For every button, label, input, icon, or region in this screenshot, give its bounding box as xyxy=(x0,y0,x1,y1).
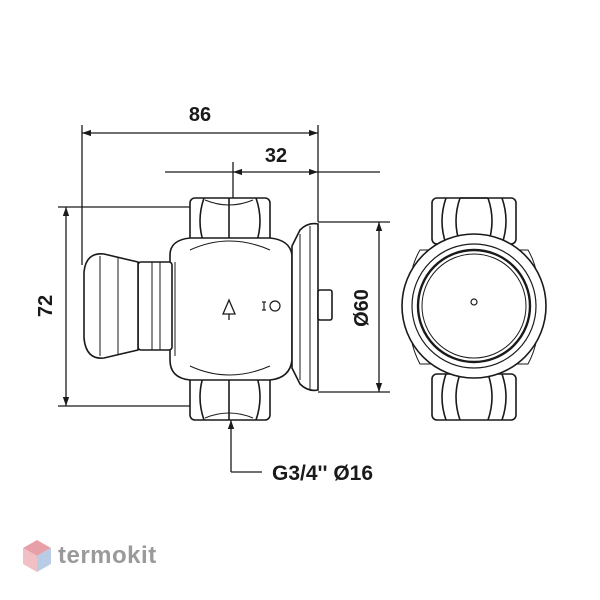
cube-icon xyxy=(23,540,51,572)
dim-diameter: Ø60 xyxy=(351,289,373,327)
dimension-lines xyxy=(58,125,390,473)
dim-width-overall: 86 xyxy=(189,104,211,126)
brand-name: termokit xyxy=(58,542,157,569)
valve-front-view xyxy=(401,197,547,421)
brand-logo: termokit xyxy=(22,536,157,576)
dim-height: 72 xyxy=(35,295,57,317)
flow-arrow-icon xyxy=(222,298,236,320)
valve-side-view xyxy=(83,197,333,421)
dim-connection: G3/4'' Ø16 xyxy=(272,462,373,485)
brand-mark-icon xyxy=(262,300,281,312)
dim-width-partial: 32 xyxy=(265,145,287,167)
